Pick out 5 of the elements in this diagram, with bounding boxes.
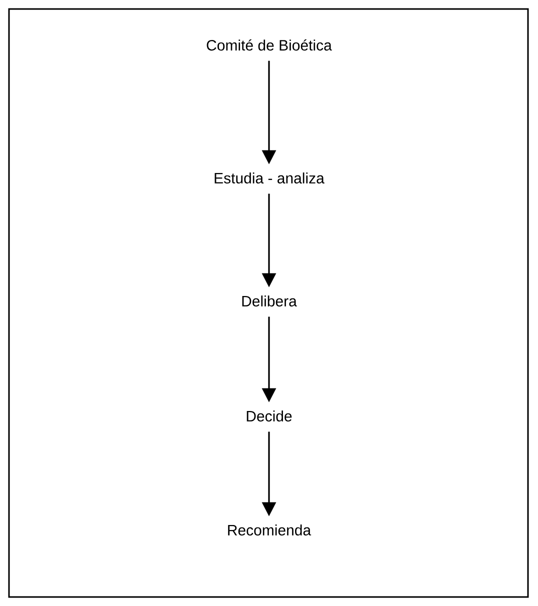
step-label: Decide bbox=[246, 410, 292, 422]
step-label: Delibera bbox=[242, 296, 297, 306]
step-label: Recomienda bbox=[228, 524, 312, 536]
step-label: Comité de Bioética bbox=[206, 39, 332, 51]
step-label: Estudia - analiza bbox=[214, 172, 324, 184]
